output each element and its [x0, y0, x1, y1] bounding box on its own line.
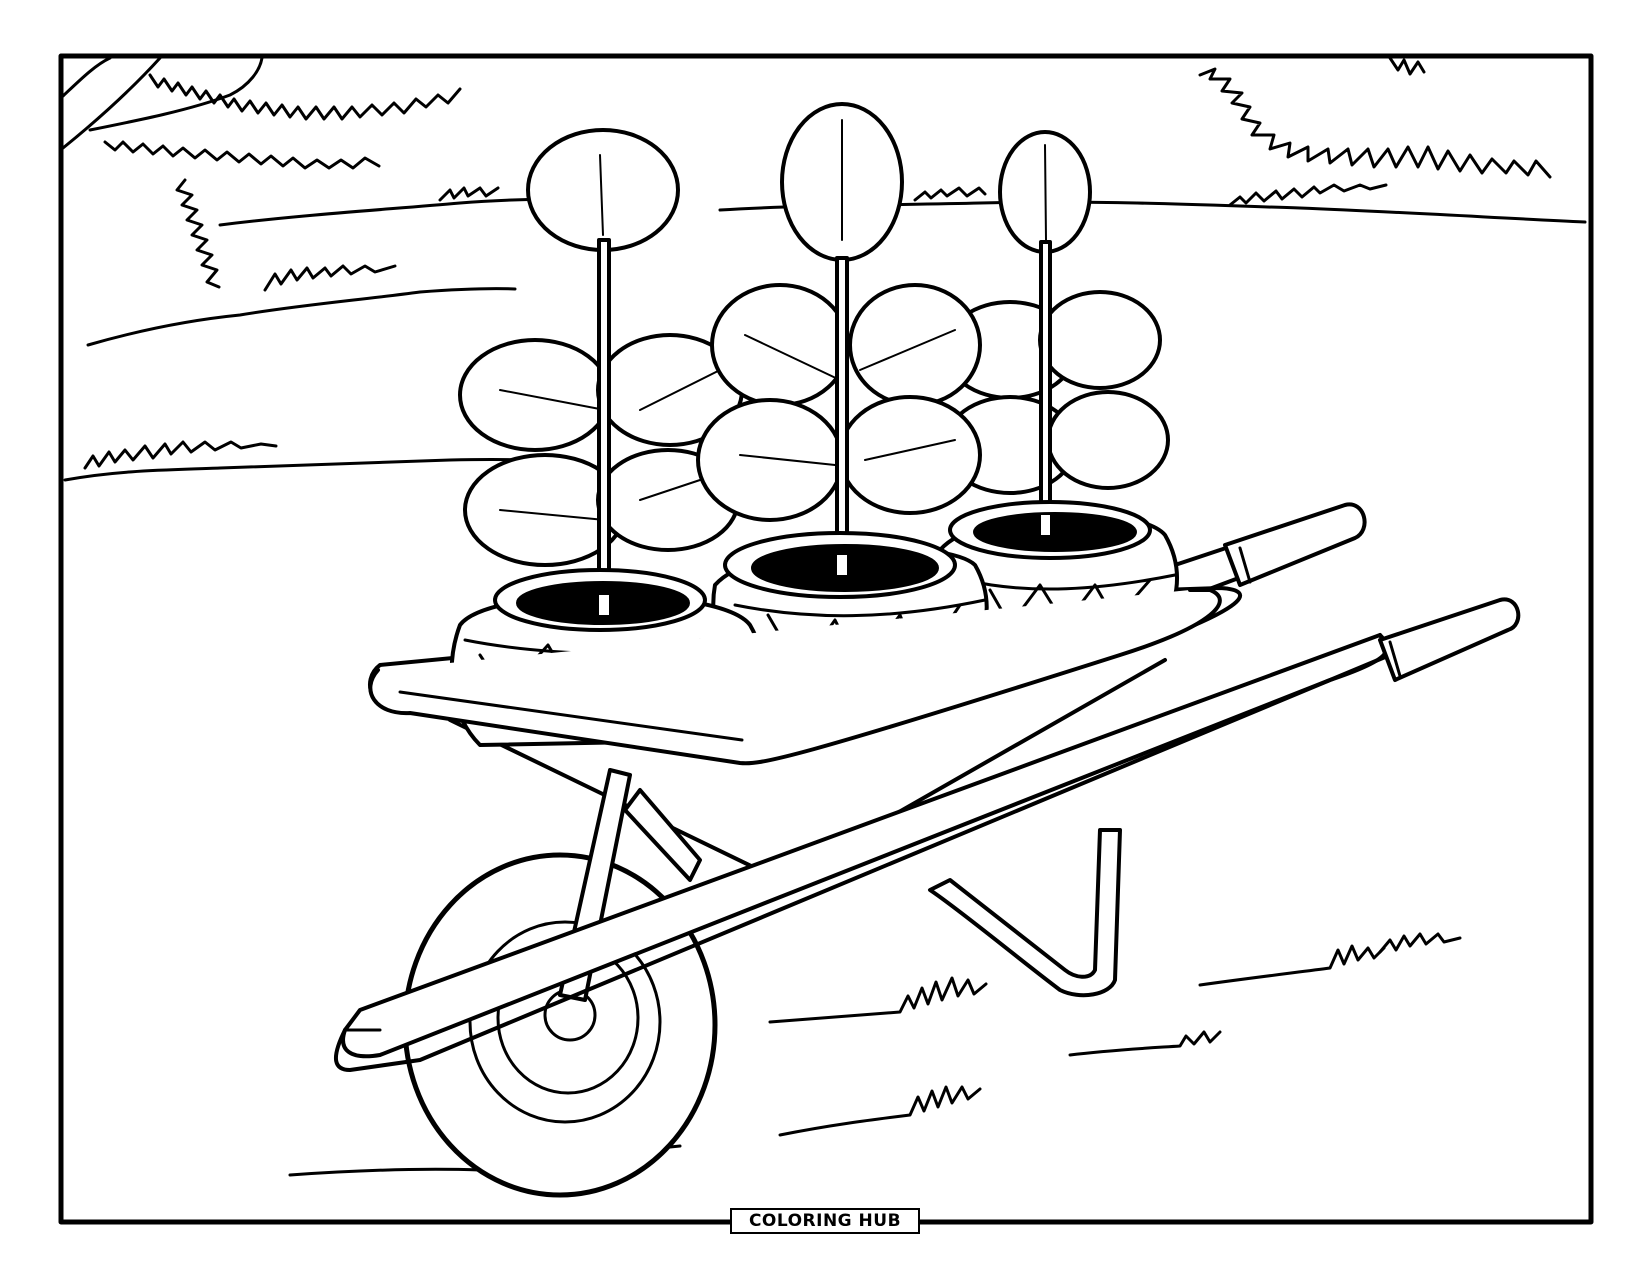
leaf — [696, 398, 844, 522]
plant-middle — [696, 102, 982, 560]
logo-text: COLORING HUB — [748, 1211, 902, 1231]
wheelbarrow-rim — [368, 588, 1222, 766]
bush-left — [63, 73, 662, 482]
coloring-hub-logo: COLORING HUB — [730, 1208, 920, 1234]
leaf — [838, 395, 982, 515]
plant-left — [458, 128, 744, 612]
wheelbarrow-handle-back — [1158, 502, 1367, 602]
leaf — [710, 283, 850, 407]
plant-right — [943, 130, 1170, 534]
leaf — [1046, 390, 1170, 490]
leaf — [1038, 290, 1162, 390]
wheelbarrow-handle-front — [334, 597, 1521, 1072]
leaf — [848, 283, 982, 407]
leaf — [458, 338, 612, 452]
